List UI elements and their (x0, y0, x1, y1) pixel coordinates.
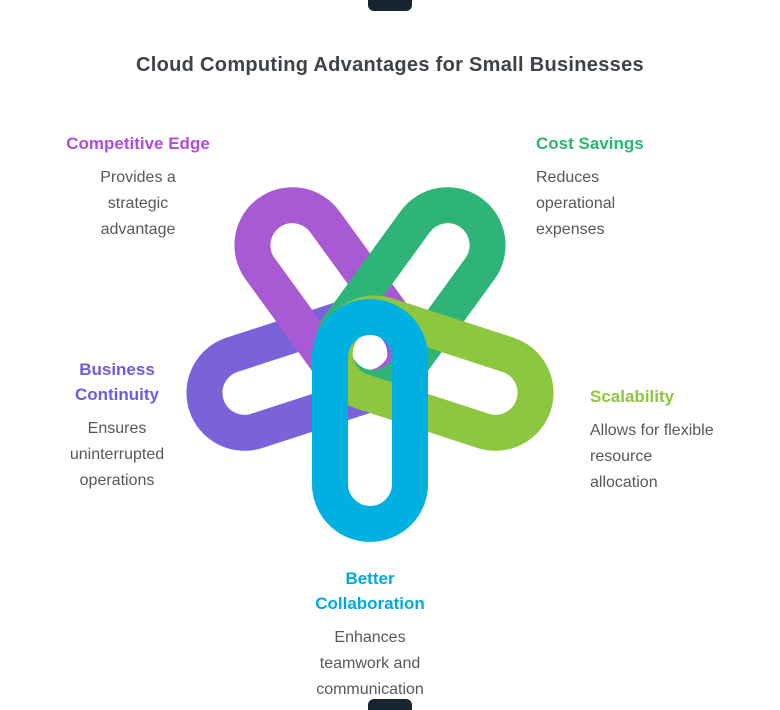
infographic-title: Cloud Computing Advantages for Small Bus… (136, 54, 644, 76)
item-label-scalability: Scalability (590, 387, 675, 406)
item-label-competitive-edge: Competitive Edge (66, 134, 210, 153)
loop-better-collaboration (312, 299, 428, 542)
knot-graphic (186, 187, 554, 542)
bottom-tab (368, 699, 412, 710)
item-label-cost-savings: Cost Savings (536, 134, 644, 153)
top-tab (368, 0, 412, 11)
